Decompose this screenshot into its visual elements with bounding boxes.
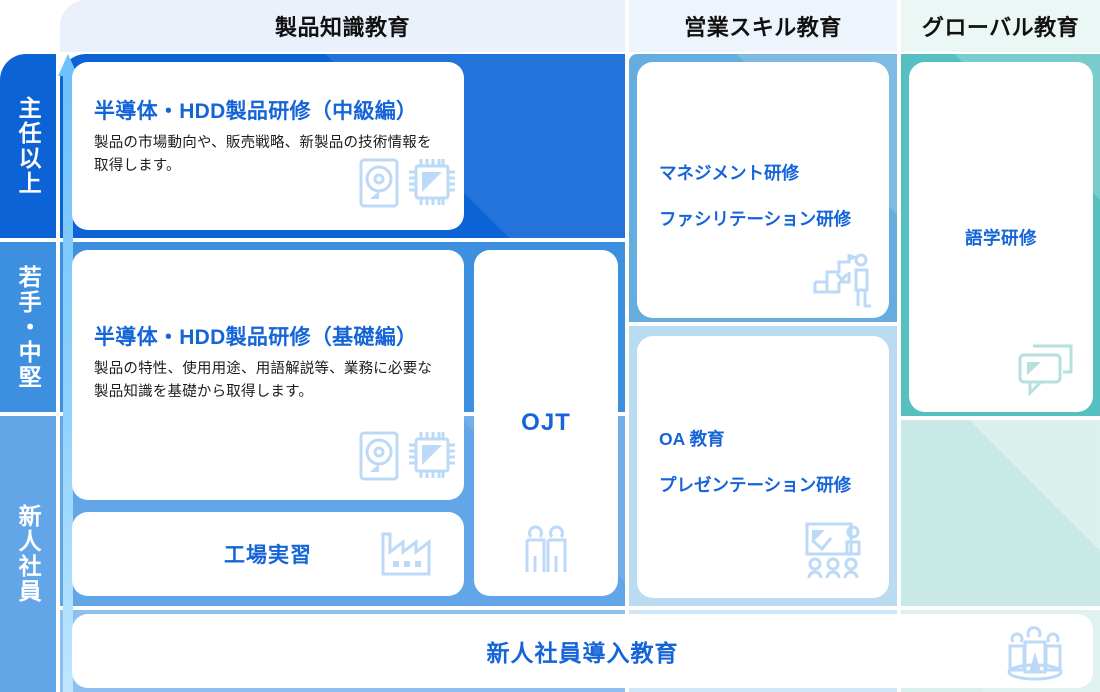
card-title: OJT — [521, 409, 571, 436]
factory-icon — [378, 528, 434, 580]
hdd-icon — [357, 157, 401, 209]
card-title: 半導体・HDD製品研修（基礎編） — [94, 326, 418, 349]
column-header-label: 営業スキル教育 — [684, 15, 842, 40]
card-oa-training[interactable]: OA 教育 プレゼンテーション研修 — [637, 336, 889, 598]
card-title: 新人社員導入教育 — [486, 640, 679, 666]
chat-bubbles-icon — [1015, 342, 1077, 398]
person-climbing-stairs-icon — [809, 250, 875, 312]
card-language-training[interactable]: 語学研修 — [909, 62, 1093, 412]
card-course-list: OA 教育 プレゼンテーション研修 — [659, 428, 889, 497]
column-header-product-knowledge: 製品知識教育 — [60, 0, 625, 52]
tier-label-text: 新人社員 — [15, 504, 42, 604]
course-item: ファシリテーション研修 — [659, 208, 852, 229]
tier-label-midlevel: 若手・中堅 — [0, 242, 56, 412]
tier-label-text: 若手・中堅 — [15, 264, 42, 390]
cpu-chip-icon — [406, 154, 458, 210]
column-header-label: グローバル教育 — [921, 15, 1080, 40]
arrow-shaft — [63, 72, 73, 692]
card-product-intermediate[interactable]: 半導体・HDD製品研修（中級編） 製品の市場動向や、販売戦略、新製品の技術情報を… — [72, 62, 464, 230]
column-header-global: グローバル教育 — [901, 0, 1100, 52]
tier-label-text: 主任以上 — [15, 96, 42, 196]
card-title: 半導体・HDD製品研修（中級編） — [94, 100, 418, 123]
two-people-icon — [518, 522, 574, 576]
tier-label-newhire: 新人社員 — [0, 416, 56, 692]
cell-global-lower — [901, 420, 1100, 606]
presentation-icon — [803, 520, 873, 584]
cpu-chip-icon — [406, 427, 458, 483]
card-ojt[interactable]: OJT — [474, 250, 618, 596]
card-factory-training[interactable]: 工場実習 — [72, 512, 464, 596]
column-header-sales-skill: 営業スキル教育 — [629, 0, 897, 52]
card-course-list: マネジメント研修 ファシリテーション研修 — [659, 162, 889, 231]
course-item: OA 教育 — [659, 429, 725, 449]
card-new-employee-orientation[interactable]: 新人社員導入教育 — [72, 614, 1093, 688]
card-title: 工場実習 — [224, 544, 312, 567]
card-title: 語学研修 — [965, 227, 1037, 248]
card-product-basic[interactable]: 半導体・HDD製品研修（基礎編） 製品の特性、使用用途、用語解説等、業務に必要な… — [72, 250, 464, 500]
tier-label-senior: 主任以上 — [0, 54, 56, 238]
card-management-training[interactable]: マネジメント研修 ファシリテーション研修 — [637, 62, 889, 318]
hdd-icon — [357, 430, 401, 482]
course-item: マネジメント研修 — [659, 163, 799, 183]
column-header-label: 製品知識教育 — [274, 15, 410, 40]
group-people-icon — [1003, 620, 1067, 682]
card-description: 製品の市場動向や、販売戦略、新製品の技術情報を取得します。 — [94, 135, 432, 174]
card-description: 製品の特性、使用用途、用語解説等、業務に必要な製品知識を基礎から取得します。 — [94, 361, 433, 400]
course-item: プレゼンテーション研修 — [659, 474, 852, 495]
